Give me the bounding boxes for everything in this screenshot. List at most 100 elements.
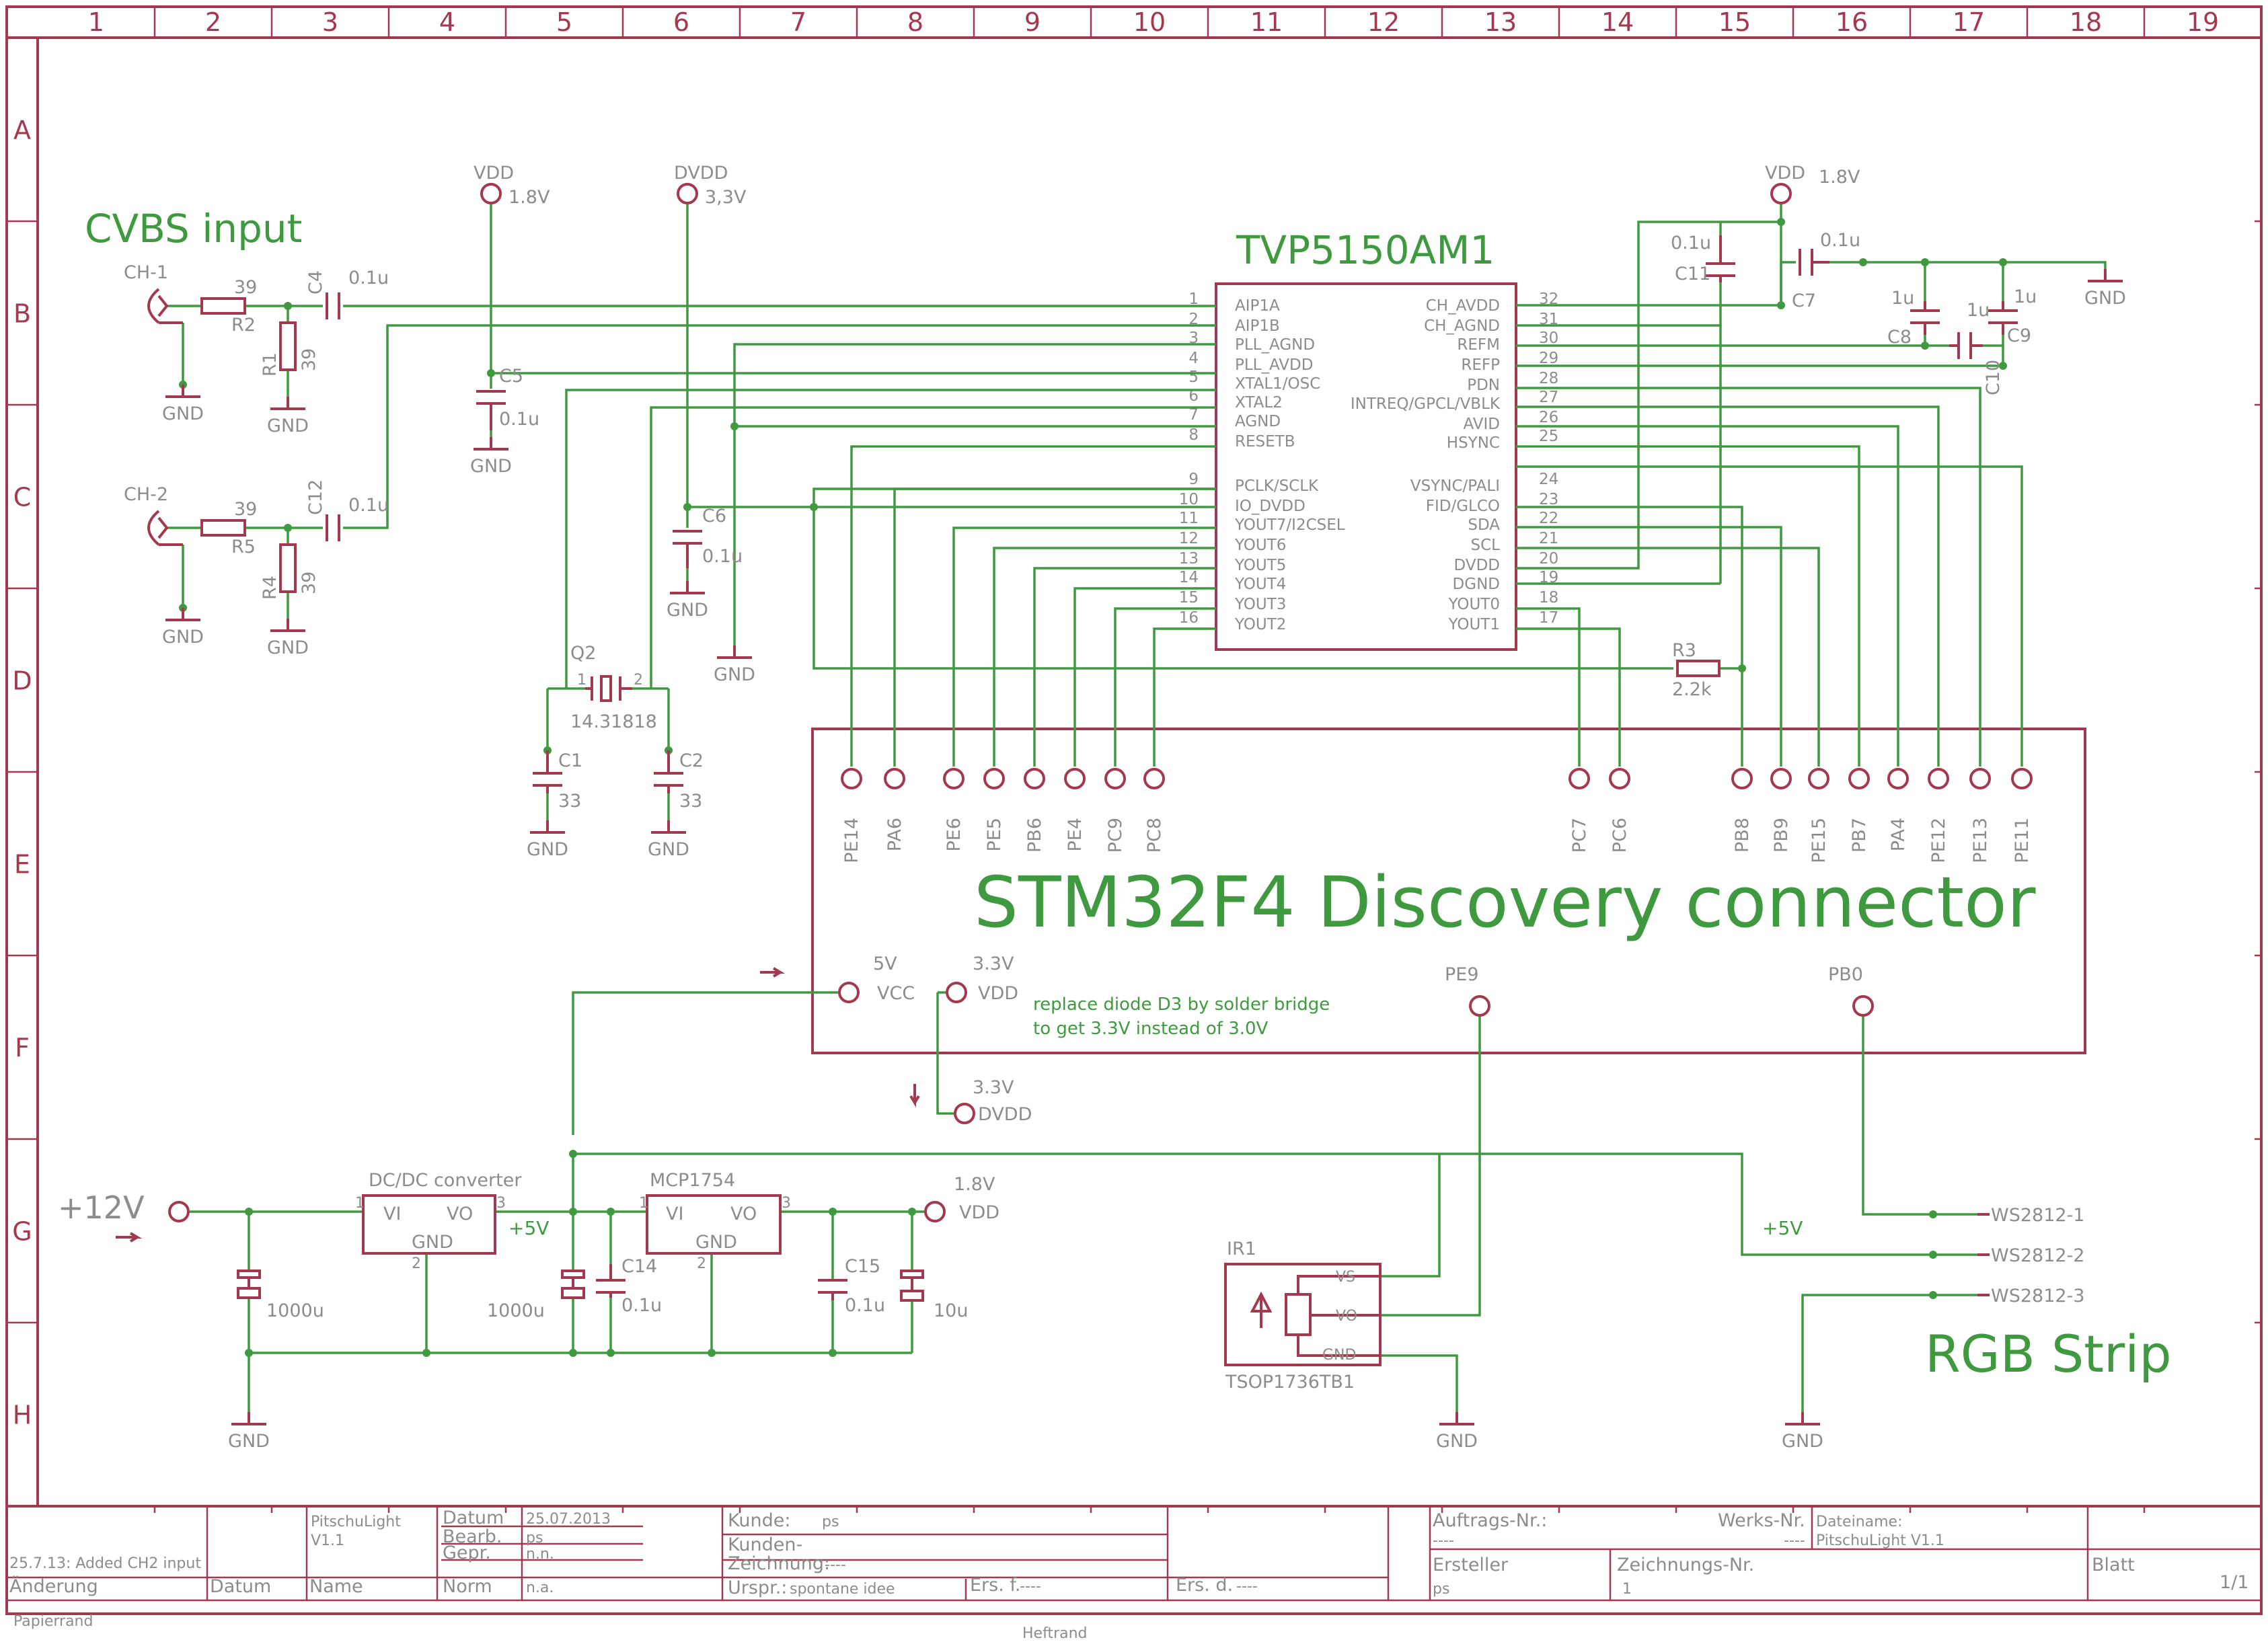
tb-version: V1.1 xyxy=(311,1532,344,1549)
tb-ersd-value: ---- xyxy=(1236,1578,1258,1595)
row-label: B xyxy=(13,299,31,329)
row-label: G xyxy=(12,1217,32,1247)
c9-value: 1u xyxy=(2014,286,2037,307)
stm-pin-label: PB9 xyxy=(1771,818,1792,853)
stm-note-2: to get 3.3V instead of 3.0V xyxy=(1033,1019,1269,1039)
column-label: 11 xyxy=(1250,7,1283,37)
column-label: 1 xyxy=(88,7,104,37)
arrow-dvdd-icon xyxy=(909,1084,920,1108)
stm-pin-pad xyxy=(841,768,862,789)
tb-znr-label: Zeichnungs-Nr. xyxy=(1617,1555,1754,1575)
mcp-gnd: GND xyxy=(695,1232,737,1253)
ic-pins: AIP1A1AIP1B2PLL_AGND3PLL_AVDD4XTAL1/OSC5… xyxy=(1179,290,1559,633)
stm-pin-label: PE15 xyxy=(1809,818,1829,863)
c1-name: C1 xyxy=(558,750,582,771)
vdd-left-value: 1.8V xyxy=(508,187,550,208)
stm-pin-label: PB8 xyxy=(1732,818,1753,853)
column-label: 18 xyxy=(2070,7,2102,37)
stm-vdd: VDD xyxy=(978,983,1018,1004)
ic-pin-num-left: 10 xyxy=(1179,491,1199,508)
gnd-label: GND xyxy=(267,637,309,658)
stm-pin-pad xyxy=(1609,768,1630,789)
ic-pin-num-left: 11 xyxy=(1179,510,1199,527)
dcdc-label: DC/DC converter xyxy=(369,1170,522,1191)
ic-pin-name-right: CH_AVDD xyxy=(1426,297,1500,315)
stm-pin-pad xyxy=(1064,768,1086,789)
tb-norm-value: n.a. xyxy=(526,1579,554,1596)
ic-pin-num-left: 2 xyxy=(1188,311,1199,328)
ic-pin-name-right: REFP xyxy=(1461,356,1500,374)
q2-name: Q2 xyxy=(570,643,596,664)
ir-part: TSOP1736TB1 xyxy=(1225,1372,1355,1393)
ic-pin-num-right: 24 xyxy=(1539,471,1558,488)
ic-pin-name-right: SCL xyxy=(1471,537,1501,554)
strip-stubs xyxy=(1977,1213,1990,1296)
gnd-label: GND xyxy=(2084,288,2126,309)
tb-ersteller-value: ps xyxy=(1433,1581,1449,1598)
c5-name: C5 xyxy=(499,366,523,387)
r1-resistor xyxy=(279,321,297,371)
rgb-title: RGB Strip xyxy=(1925,1324,2172,1384)
gnd-label: GND xyxy=(162,627,204,648)
r4-resistor xyxy=(279,543,297,593)
mcp-pin2: 2 xyxy=(697,1255,706,1272)
column-label: 12 xyxy=(1367,7,1400,37)
c14-capacitor xyxy=(596,1279,626,1294)
dcdc-vi: VI xyxy=(383,1204,401,1224)
c2-value: 33 xyxy=(679,791,702,812)
q2-pin1: 1 xyxy=(577,672,587,689)
mcp-pin3: 3 xyxy=(782,1195,791,1212)
ic-pin-num-left: 3 xyxy=(1188,329,1199,347)
stm-pin-label: PB7 xyxy=(1849,818,1870,853)
ic-pin-num-left: 12 xyxy=(1179,530,1199,547)
ic-pin-name-left: YOUT2 xyxy=(1234,616,1286,633)
ic-pin-name-left: YOUT5 xyxy=(1234,557,1286,574)
c1-capacitor xyxy=(533,772,562,787)
ic-pin-num-right: 28 xyxy=(1539,370,1558,387)
ic-pin-name-left: AIP1B xyxy=(1235,317,1280,335)
ic-pin-num-right: 29 xyxy=(1539,350,1558,367)
tb-ersteller-label: Ersteller xyxy=(1433,1555,1509,1575)
r5-value: 39 xyxy=(234,499,257,520)
c10-value: 1u xyxy=(1967,300,1990,321)
stm-pin-pad xyxy=(1024,768,1045,789)
tb-blatt-label: Blatt xyxy=(2092,1555,2135,1575)
ic-pin-num-left: 9 xyxy=(1188,471,1199,488)
r1-name: R1 xyxy=(260,352,280,377)
ic-pin-num-right: 25 xyxy=(1539,428,1558,445)
ir-name: IR1 xyxy=(1227,1239,1256,1259)
ic-pin-num-right: 22 xyxy=(1539,510,1558,527)
r2-name: R2 xyxy=(231,315,256,336)
ic-pin-num-left: 6 xyxy=(1188,387,1199,405)
tb-kz-label2: Zeichnung: xyxy=(728,1553,830,1574)
ic-pin-name-right: REFM xyxy=(1457,336,1500,354)
mcp-vo: VO xyxy=(730,1204,757,1224)
row-label: E xyxy=(14,850,30,879)
stm-pin-label: PE5 xyxy=(984,818,1005,852)
in-12v: +12V xyxy=(58,1189,145,1226)
dvdd-value: 3,3V xyxy=(705,187,747,208)
ic-pin-name-right: DGND xyxy=(1453,576,1500,593)
stm-pin-label: PC6 xyxy=(1610,818,1630,853)
tb-kunde-label: Kunde: xyxy=(728,1510,790,1531)
stm-pin-label: PC8 xyxy=(1144,818,1165,853)
q2-value: 14.31818 xyxy=(570,711,657,732)
c1-value: 33 xyxy=(558,791,581,812)
ic-pin-name-right: INTREQ/GPCL/VBLK xyxy=(1351,395,1501,413)
r3-name: R3 xyxy=(1672,640,1696,661)
c10-capacitor xyxy=(1957,332,1972,359)
ic-pin-name-right: VSYNC/PALI xyxy=(1410,477,1500,495)
stm-pin-label: PE6 xyxy=(944,818,965,852)
r5-resistor xyxy=(200,519,246,537)
ic-pin-name-right: AVID xyxy=(1464,416,1501,433)
ic-pin-name-left: PLL_AGND xyxy=(1235,336,1315,354)
gnd-label: GND xyxy=(648,839,689,860)
stm-pin-pad xyxy=(1887,768,1909,789)
tb-bearb-value: ps xyxy=(526,1530,543,1547)
c12-value: 0.1u xyxy=(348,495,389,516)
c11-name: C11 xyxy=(1675,264,1710,284)
ic-pin-name-left: AGND xyxy=(1235,413,1281,430)
power-flags xyxy=(168,183,1874,1222)
